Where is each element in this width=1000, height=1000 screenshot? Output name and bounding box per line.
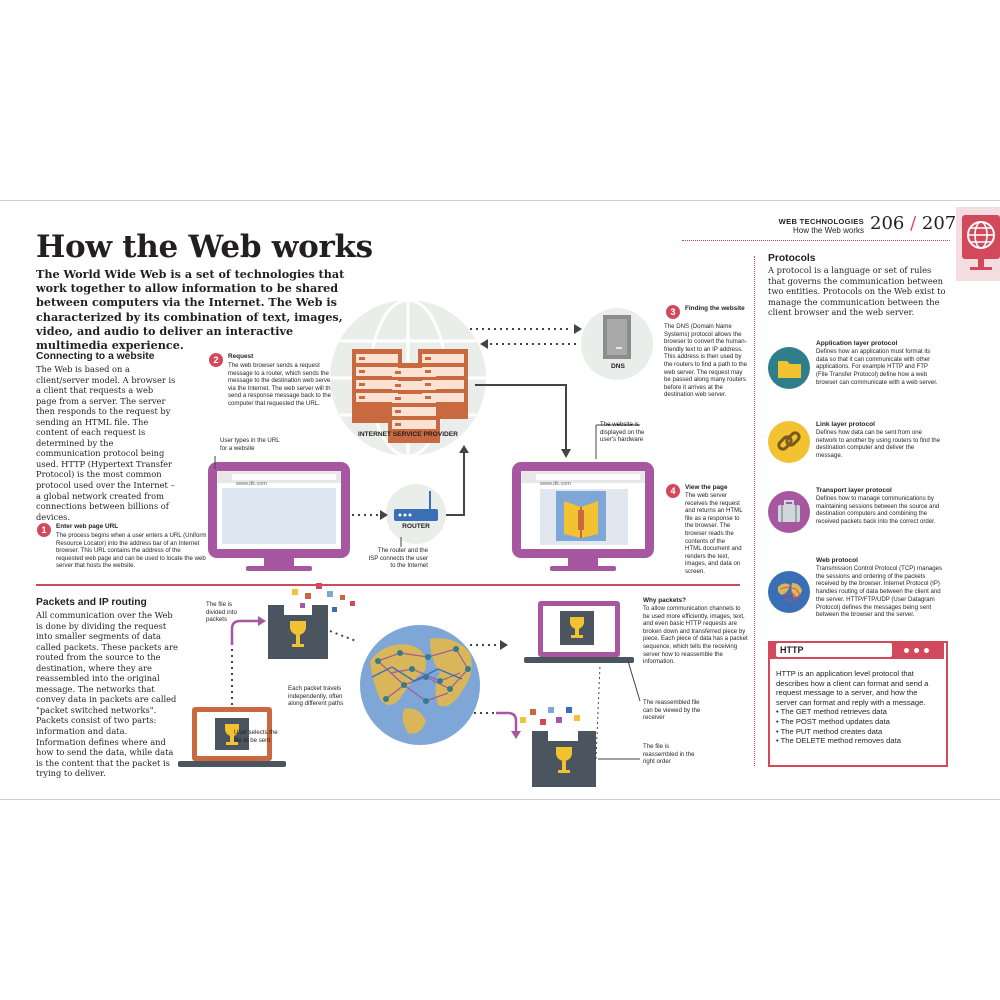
protocol-title-application: Application layer protocol [816,340,898,347]
suitcase-icon [768,491,810,533]
step-4-badge: 4 [666,484,680,498]
http-description: HTTP is an application level protocol th… [776,669,929,707]
note-router: The router and the ISP connects the user… [368,547,428,570]
http-method-item: • The POST method updates data [776,716,890,726]
note-reassembled-order: The file is reassembled in the right ord… [643,743,695,766]
right-monitor [512,462,654,571]
folder-icon [768,347,810,389]
why-packets-title: Why packets? [643,597,686,604]
http-method-item: • The GET method retrieves data [776,707,887,717]
window-dot-3 [924,648,929,653]
protocol-title-web: Web protocol [816,557,859,564]
router-label: ROUTER [402,523,430,530]
note-selects: User selects the file to be sent [234,729,278,744]
isp-label: INTERNET SERVICE PROVIDER [358,431,458,438]
dns-label: DNS [611,363,625,370]
protocol-text-link: Defines how data can be sent from one ne… [816,429,940,460]
step-1-badge: 1 [37,523,51,537]
step-3-text: The DNS (Domain Name Systems) protocol a… [664,323,747,399]
http-method-item: • The PUT method creates data [776,726,883,736]
running-head-subsection: How the Web works [793,226,864,235]
page-title: How the Web works [36,229,373,265]
protocol-text-application: Defines how an application must format i… [816,348,938,386]
column-dotted-rule [754,256,756,766]
page-numbers: 206 / 207 [870,213,956,234]
window-dot-2 [914,648,919,653]
protocol-title-transport: Transport layer protocol [816,487,892,494]
step-3-title: Finding the website [685,305,745,312]
header-dotted-rule [682,240,950,241]
note-displayed: The website is displayed on the user's h… [600,421,645,444]
step-2-badge: 2 [209,353,223,367]
http-method-item: • The DELETE method removes data [776,736,901,746]
connection-diagram [208,298,654,571]
protocol-text-transport: Defines how to manage communications by … [816,495,940,526]
note-divided: The file is divided into packets [206,601,237,624]
http-box-text: HTTP is an application level protocol th… [776,669,940,746]
http-box-label: HTTP [776,643,892,657]
step-1-text: The process begins when a user enters a … [56,532,207,570]
protocol-text-web: Transmission Control Protocol (TCP) mana… [816,565,943,619]
running-head-section: WEB TECHNOLOGIES [778,217,864,226]
intro-text: The World Wide Web is a set of technolog… [36,267,345,353]
isp-server-stack [352,349,468,443]
router-device [386,484,446,544]
globe-icon [768,571,810,613]
book-spread: WEB TECHNOLOGIES How the Web works 206 /… [0,200,1000,800]
page-separator: / [910,213,917,234]
step-2-title: Request [228,353,254,360]
connecting-heading: Connecting to a website [36,351,155,362]
globe-monitor-icon [962,215,1000,270]
chain-link-icon [768,421,810,463]
protocols-heading: Protocols [768,253,816,264]
note-reassembled-view: The reassembled file can be viewed by th… [643,699,701,722]
url-bar-text-right: www.dk.com [540,481,571,487]
http-method-list: • The GET method retrieves data • The PO… [776,707,940,745]
note-user-types: User types in the URL for a website [220,437,280,452]
page-left: 206 [870,213,905,234]
http-box [768,641,948,767]
step-3-badge: 3 [666,305,680,319]
why-packets-text: To allow communication channels to be us… [643,605,748,666]
page-right: 207 [921,213,957,234]
section-divider [36,584,740,586]
window-dot-1 [904,648,909,653]
packet-routing-diagram [178,583,641,787]
note-travels: Each packet travels independently, often… [288,685,344,708]
url-bar-text: www.dk.com [236,481,267,487]
step-4-title: View the page [685,484,728,491]
step-1-title: Enter web page URL [56,523,119,530]
protocols-body: A protocol is a language or set of rules… [768,265,946,318]
connecting-body: The Web is based on a client/server mode… [36,364,176,522]
packets-heading: Packets and IP routing [36,597,147,608]
left-monitor [208,462,350,571]
protocol-title-link: Link layer protocol [816,421,875,428]
step-4-text: The web server receives the request and … [685,492,743,575]
packets-body: All communication over the Web is done b… [36,610,178,779]
step-2-text: The web browser sends a request message … [228,362,338,407]
